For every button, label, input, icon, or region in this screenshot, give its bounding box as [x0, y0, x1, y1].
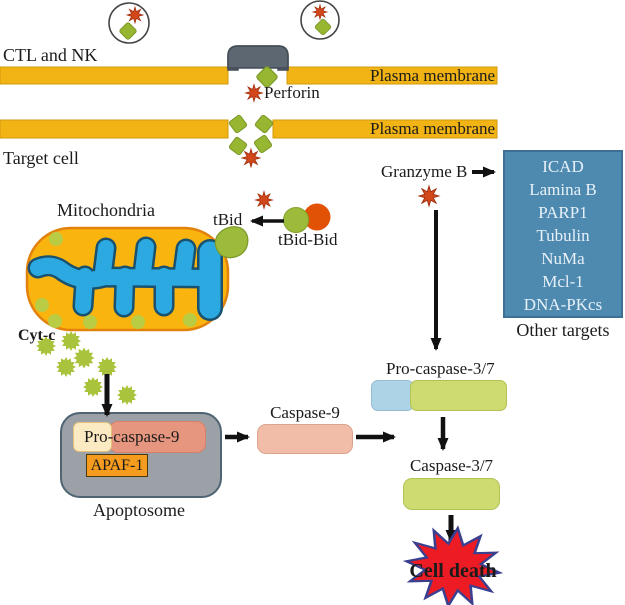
plasma-membrane-bottom-label: Plasma membrane — [370, 119, 496, 138]
tbid-bid-complex-icon — [283, 203, 331, 233]
target-plasma-membrane — [0, 119, 498, 139]
target-item: ICAD — [542, 157, 584, 176]
granzyme-star-icon — [312, 4, 328, 20]
perforin-pore-diamond-icon — [226, 112, 250, 136]
ctl-nk-label: CTL and NK — [3, 45, 98, 65]
caspase37-box — [403, 478, 500, 510]
tbid-leaf-icon — [214, 226, 249, 259]
target-item: PARP1 — [538, 203, 588, 222]
cyt-c-label: Cyt-c — [18, 327, 56, 344]
mitochondria-shape — [25, 226, 230, 332]
apaf1-box — [86, 454, 148, 477]
plasma-membrane-top-label: Plasma membrane — [370, 66, 496, 85]
ctl-plasma-membrane — [0, 66, 498, 85]
perforin-channel-cap — [227, 45, 289, 69]
pro-caspase37-label: Pro-caspase-3/7 — [386, 359, 495, 378]
pro-caspase9-cream-box — [73, 422, 112, 452]
caspase37-label: Caspase-3/7 — [409, 456, 494, 475]
pro-caspase9-salmon-box — [109, 421, 206, 453]
granzyme-b-label: Granzyme B — [381, 162, 468, 181]
target-item: Mcl-1 — [542, 272, 584, 291]
pro-caspase37-small-subunit — [371, 380, 414, 411]
granzyme-star-icon — [245, 84, 263, 102]
granzyme-star-icon — [418, 185, 440, 207]
target-item: Lamina B — [529, 180, 597, 199]
mitochondria-label: Mitochondria — [57, 200, 155, 220]
pro-caspase37-large-subunit — [410, 380, 507, 411]
target-item: DNA-PKcs — [523, 295, 603, 314]
perforin-label: Perforin — [264, 83, 320, 102]
target-cell-label: Target cell — [3, 148, 79, 168]
target-item: Tubulin — [536, 226, 590, 245]
cytc-granules-on-mitochondria — [35, 232, 197, 329]
perforin-pore-diamond-icon — [251, 132, 275, 156]
caspase9-label: Caspase-9 — [270, 403, 340, 422]
perforin-pore-diamond-icon — [252, 112, 276, 136]
granzyme-star-icon — [255, 191, 273, 209]
pro-caspase9-label: Pro-caspase-9 — [84, 427, 180, 446]
tbid-bid-label: tBid-Bid — [278, 230, 338, 249]
pathway-arrows — [101, 166, 496, 543]
apoptosome-label: Apoptosome — [93, 500, 185, 520]
apaf1-label: APAF-1 — [90, 457, 144, 474]
cell-death-label: Cell death — [409, 560, 497, 582]
granzyme-star-icon — [126, 6, 144, 24]
target-item: NuMa — [541, 249, 585, 268]
granzyme-star-icon — [241, 148, 261, 168]
tbid-label: tBid — [213, 210, 243, 229]
caspase9-box — [257, 424, 353, 454]
other-targets-label: Other targets — [516, 320, 610, 340]
granzyme-targets-box: ICAD Lamina B PARP1 Tubulin NuMa Mcl-1 D… — [503, 150, 623, 318]
